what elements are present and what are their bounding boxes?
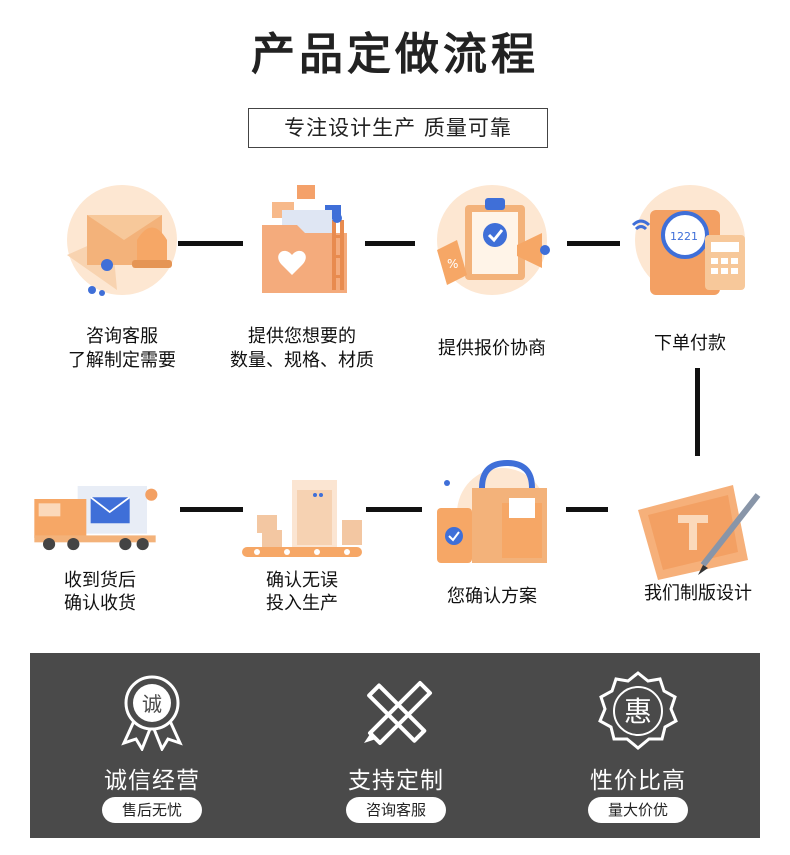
connector-line [567,241,620,246]
blueprint-pen-icon [638,485,761,580]
step-label-line1: 确认无误 [266,570,338,591]
factory-conveyor-icon [242,480,362,557]
feature-badge: 咨询客服 [346,797,446,823]
feature-name: 诚信经营 [104,768,200,794]
step-label-line1: 咨询客服 [86,326,158,347]
envelope-bell-icon [67,185,177,296]
step-label-line2: 确认收货 [64,593,136,614]
feature-badge: 售后无忧 [102,797,202,823]
shopping-bag-icon [437,459,547,563]
page-subtitle: 专注设计生产 质量可靠 [248,108,548,148]
delivery-truck-icon [34,486,158,551]
step-label-line1: 收到货后 [64,570,136,591]
step-label-line1: 提供您想要的 [248,326,356,347]
integrity-medal-icon: 诚 [121,675,183,751]
features-panel: 诚 诚信经营 售后无忧 支持定制 咨询客服 惠 性价比高 量大价优 [30,653,760,838]
clipboard-price-icon: % [437,185,550,295]
step-label-line1: 提供报价协商 [438,338,546,359]
step-label-line1: 您确认方案 [447,586,537,607]
folder-documents-icon [262,185,347,293]
pencil-ruler-icon [364,681,432,745]
step-label-line2: 了解制定需要 [68,350,176,371]
step-label-line2: 投入生产 [266,593,338,614]
connector-line [178,241,243,246]
svg-text:1221: 1221 [670,230,698,243]
connector-line [366,507,422,512]
feature-icon-char: 诚 [142,692,162,716]
connector-line [566,507,608,512]
feature-name: 支持定制 [348,768,444,794]
feature-name: 性价比高 [590,768,686,794]
feature-badge: 量大价优 [588,797,688,823]
connector-line [365,241,415,246]
payment-terminal-icon: 1221 [631,185,745,295]
step-label-line2: 数量、规格、材质 [230,350,374,371]
feature-icon-char: 惠 [624,695,652,728]
svg-text:%: % [447,257,458,271]
connector-line [695,368,700,456]
page-title: 产品定做流程 [251,29,539,80]
discount-seal-icon: 惠 [598,671,678,750]
step-label-line1: 下单付款 [654,333,726,354]
connector-line [180,507,243,512]
step-label-line1: 我们制版设计 [644,583,752,604]
